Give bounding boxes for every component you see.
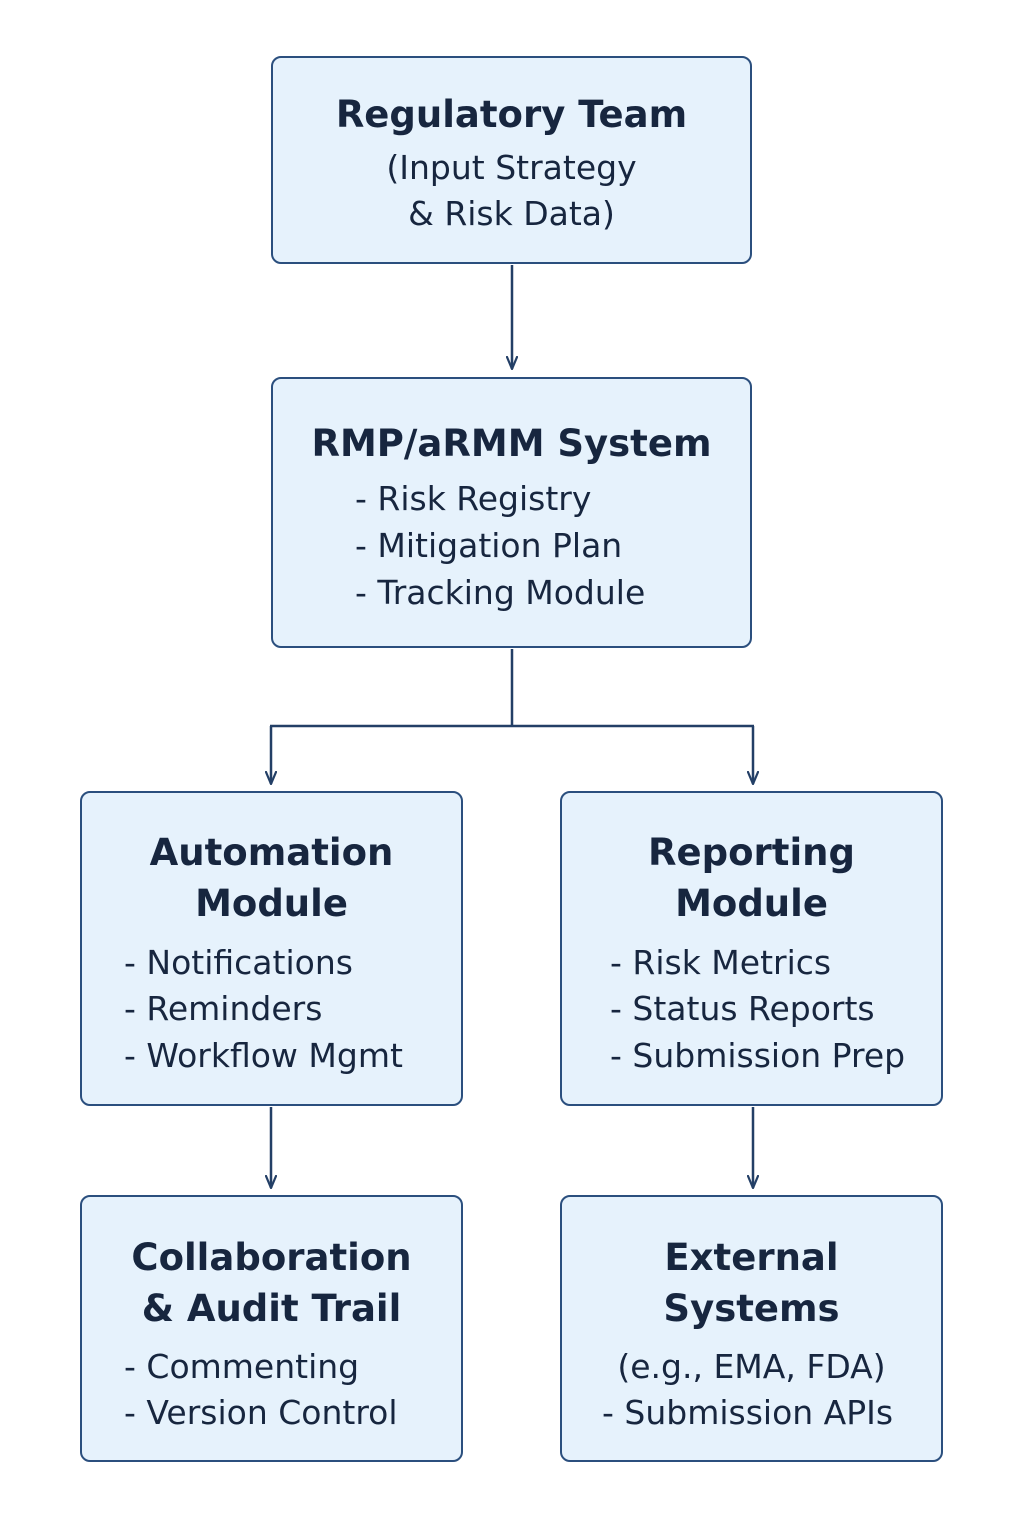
node-list-item: - Submission Prep [610, 1036, 906, 1075]
node-list-item: - Commenting [124, 1347, 360, 1386]
node-list-item: - Risk Registry [355, 479, 592, 518]
node-rmp-system: RMP/aRMM System - Risk Registry - Mitiga… [271, 377, 752, 648]
node-list-item: - Reminders [124, 989, 323, 1028]
node-list-item: - Version Control [124, 1393, 398, 1432]
node-list-item: - Mitigation Plan [355, 526, 623, 565]
node-subtitle-line: & Risk Data) [408, 194, 615, 233]
node-title: Reporting [648, 831, 855, 874]
node-list-item: - Risk Metrics [610, 943, 832, 982]
node-regulatory-team: Regulatory Team (Input Strategy & Risk D… [271, 56, 752, 264]
node-list-item: - Workflow Mgmt [124, 1036, 403, 1075]
node-title: External [664, 1236, 839, 1279]
node-title: Collaboration [131, 1236, 412, 1279]
node-title: Module [195, 882, 348, 925]
node-title: RMP/aRMM System [311, 422, 712, 465]
node-title: Module [675, 882, 828, 925]
node-subtitle-line: (e.g., EMA, FDA) [617, 1347, 886, 1386]
node-title: Regulatory Team [335, 93, 688, 136]
node-list-item: - Notifications [124, 943, 353, 982]
node-title: Systems [663, 1287, 840, 1330]
node-list-item: - Submission APIs [602, 1393, 894, 1432]
node-subtitle-line: (Input Strategy [386, 148, 637, 187]
node-title: Automation [149, 831, 394, 874]
node-automation-module: Automation Module - Notifications - Remi… [80, 791, 463, 1106]
node-title: & Audit Trail [141, 1287, 402, 1330]
node-external-systems: External Systems (e.g., EMA, FDA) - Subm… [560, 1195, 943, 1462]
node-collaboration-audit-trail: Collaboration & Audit Trail - Commenting… [80, 1195, 463, 1462]
node-list-item: - Status Reports [610, 989, 875, 1028]
node-reporting-module: Reporting Module - Risk Metrics - Status… [560, 791, 943, 1106]
node-list-item: - Tracking Module [355, 573, 646, 612]
